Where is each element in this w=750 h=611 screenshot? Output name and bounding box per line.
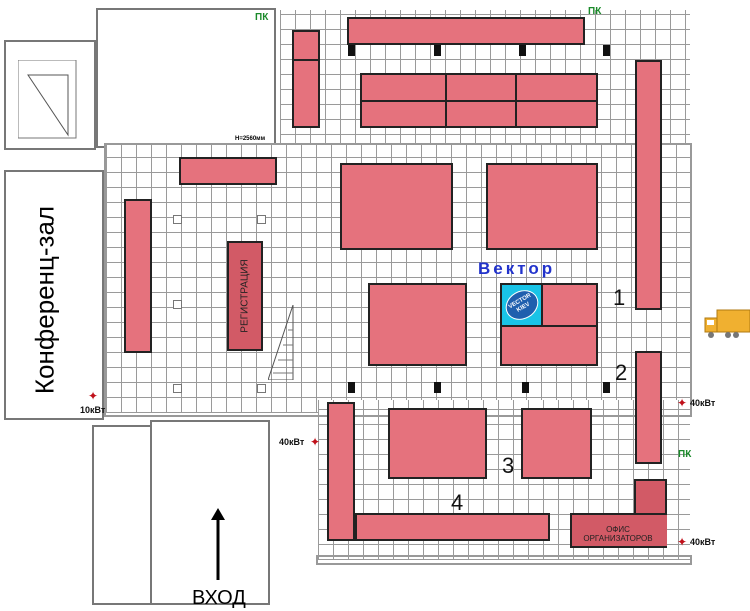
booth[interactable]	[327, 402, 355, 541]
row-number-4: 4	[451, 490, 464, 515]
booth[interactable]	[515, 73, 598, 102]
row-number-2: 2	[615, 360, 628, 385]
fire-point: ПК	[588, 6, 602, 17]
booth[interactable]	[541, 283, 598, 327]
column	[603, 45, 610, 56]
power-outlet-icon: ✦	[310, 435, 321, 449]
column	[348, 382, 355, 393]
power-label: 40кВт	[690, 398, 716, 408]
booth[interactable]	[388, 408, 487, 479]
left-lower-room	[92, 425, 152, 605]
column	[603, 382, 610, 393]
vector-booth-logo[interactable]: VECTOR KIEV	[500, 283, 544, 327]
booth[interactable]	[515, 100, 598, 128]
booth[interactable]	[124, 199, 152, 353]
column-outline	[257, 384, 266, 393]
organizers-office[interactable]: ОФИС ОРГАНИЗАТОРОВ	[570, 513, 667, 548]
exhibitor-vector-label: Вектор	[478, 259, 556, 278]
booth[interactable]	[292, 30, 320, 61]
height-note: Н=2560мм	[235, 136, 266, 142]
power-outlet-icon: ✦	[88, 389, 99, 403]
registration-desk[interactable]: РЕГИСТРАЦИЯ	[227, 241, 263, 351]
column	[434, 382, 441, 393]
row-number-1: 1	[613, 285, 626, 310]
registration-label: РЕГИСТРАЦИЯ	[239, 259, 251, 333]
staircase	[18, 60, 77, 139]
column-outline	[173, 215, 182, 224]
column	[522, 382, 529, 393]
organizers-office-label: ОФИС ОРГАНИЗАТОРОВ	[583, 525, 653, 543]
staircase	[268, 305, 294, 380]
entrance-arrow-icon	[211, 508, 225, 580]
power-outlet-icon: ✦	[677, 396, 688, 410]
booth[interactable]	[521, 408, 592, 479]
delivery-truck-icon	[704, 309, 750, 338]
vector-kiev-logo: VECTOR KIEV	[500, 284, 544, 326]
fire-point: ПК	[255, 12, 269, 23]
column-outline	[173, 300, 182, 309]
row-number-3: 3	[502, 453, 515, 478]
column	[519, 45, 526, 56]
column-outline	[257, 215, 266, 224]
booth[interactable]	[445, 73, 517, 102]
booth[interactable]	[500, 325, 598, 366]
fire-point: ПК	[678, 449, 692, 460]
hall-south-wall	[316, 555, 692, 565]
conference-hall-label: Конференц-зал	[29, 205, 60, 395]
booth[interactable]	[360, 73, 447, 102]
booth[interactable]	[445, 100, 517, 128]
column	[434, 45, 441, 56]
power-label: 10кВт	[80, 405, 106, 415]
power-label: 40кВт	[690, 537, 716, 547]
stair-room	[4, 40, 96, 150]
entrance-label: ВХОД	[192, 587, 246, 609]
booth-row-1[interactable]	[635, 60, 662, 310]
booth-row-4[interactable]	[355, 513, 550, 541]
conference-hall-room	[4, 170, 104, 420]
booth[interactable]	[486, 163, 598, 250]
booth-row-2[interactable]	[635, 351, 662, 464]
upper-rooms	[96, 8, 276, 148]
column-outline	[173, 384, 182, 393]
power-outlet-icon: ✦	[677, 535, 688, 549]
booth[interactable]	[340, 163, 453, 250]
booth[interactable]	[360, 100, 447, 128]
booth[interactable]	[292, 59, 320, 128]
power-label: 40кВт	[279, 437, 305, 447]
booth[interactable]	[179, 157, 277, 185]
booth[interactable]	[347, 17, 585, 45]
column	[348, 45, 355, 56]
booth[interactable]	[368, 283, 467, 366]
